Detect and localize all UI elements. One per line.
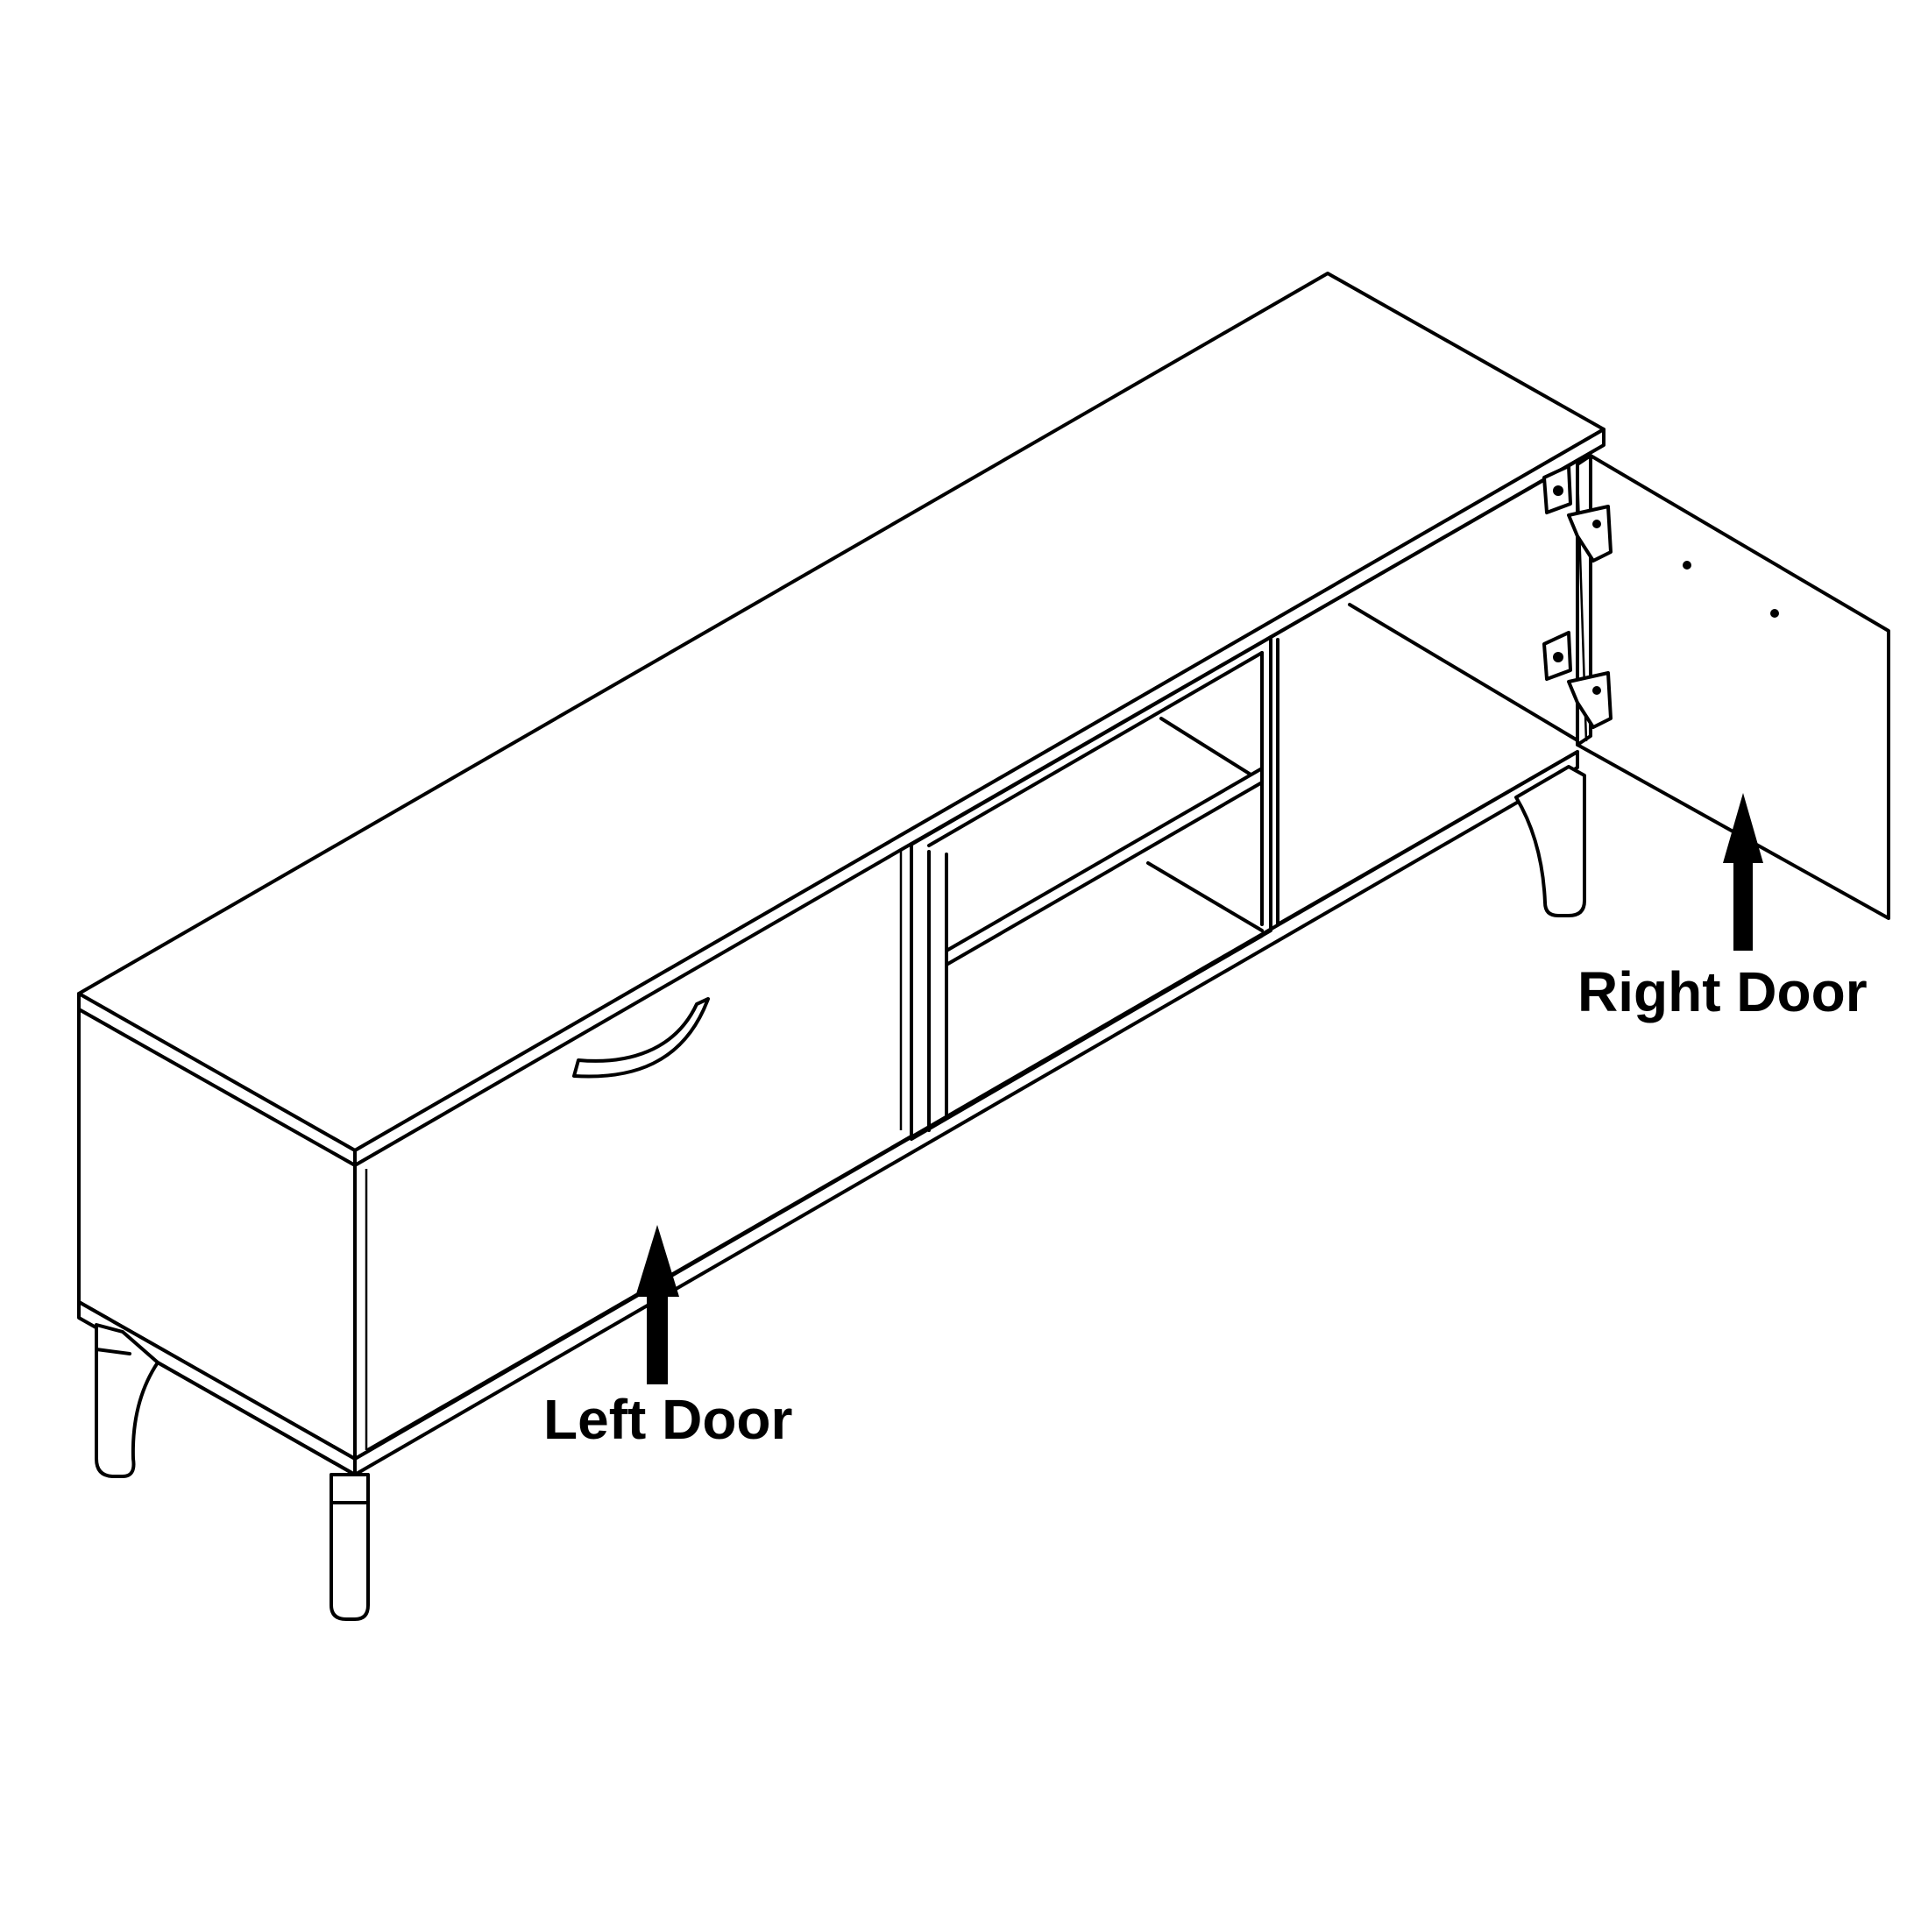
middle-compartment — [910, 635, 1272, 1141]
right-door-label: Right Door — [1577, 960, 1868, 1023]
left-door-arrow — [635, 1225, 679, 1384]
leg-back-left — [95, 1323, 159, 1478]
hinge-bottom — [1542, 631, 1613, 729]
leg-front-left — [330, 1473, 370, 1621]
left-door-label: Left Door — [543, 1388, 793, 1451]
left-door-handle — [572, 997, 710, 1079]
leg-right — [1514, 765, 1586, 917]
top-panel — [77, 272, 1605, 1167]
right-compartment — [1269, 454, 1588, 926]
hinge-top — [1542, 464, 1613, 563]
right-door-arrow — [1723, 793, 1763, 951]
